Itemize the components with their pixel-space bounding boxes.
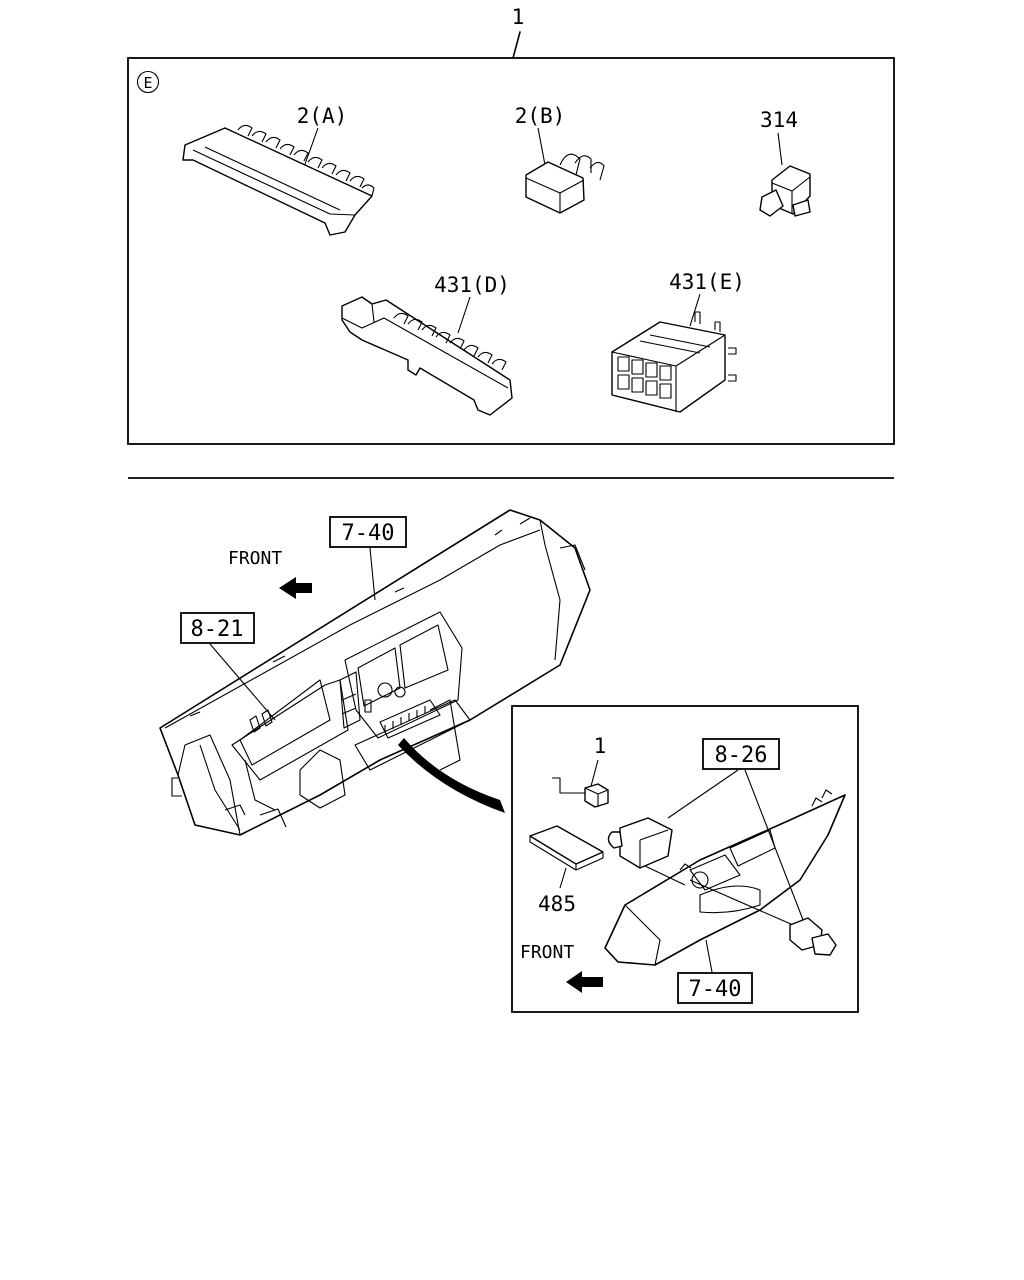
inset-leader (398, 738, 505, 813)
svg-text:7-40: 7-40 (689, 977, 742, 1002)
connector-2b: 2(B) (515, 104, 605, 214)
connector-kit-frame (127, 57, 895, 445)
label-431d: 431(D) (434, 273, 510, 297)
connector-431d: 431(D) (341, 273, 513, 416)
connector-431e: 431(E) (611, 270, 745, 413)
connector-kit-panel: 1 E 2(A) (127, 5, 895, 445)
label-2b: 2(B) (515, 104, 566, 128)
ref-box-7-40-main: 7-40 (329, 516, 407, 601)
svg-text:8-21: 8-21 (191, 617, 244, 642)
front-arrow-icon (279, 577, 312, 599)
part-485-icon (529, 825, 604, 871)
svg-text:E: E (143, 74, 152, 92)
trim-panel-icon (604, 789, 846, 966)
front-label-main: FRONT (228, 548, 282, 569)
callout-1-top: 1 (512, 5, 525, 29)
label-2a: 2(A) (297, 104, 348, 128)
label-314: 314 (760, 108, 798, 132)
inset-frame (511, 705, 859, 1013)
ref-box-8-21: 8-21 (180, 612, 276, 721)
svg-text:7-40: 7-40 (342, 521, 395, 546)
callout-1-leader (512, 31, 521, 59)
connector-314: 314 (759, 108, 811, 217)
knob-part-icon (789, 917, 837, 956)
region-mark-e: E (136, 70, 160, 94)
ref-box-7-40-inset: 7-40 (677, 939, 753, 1004)
front-label-inset: FRONT (520, 942, 574, 963)
svg-text:8-26: 8-26 (715, 743, 768, 768)
callout-1-inset: 1 (594, 734, 607, 758)
dashboard-illustration (159, 509, 591, 836)
front-arrow-inset-icon (566, 971, 603, 993)
switch-part-icon (607, 817, 686, 886)
callout-485: 485 (538, 892, 576, 916)
label-431e: 431(E) (669, 270, 745, 294)
switch-detail-inset: 1 485 8-26 (511, 705, 859, 1013)
ref-box-8-26: 8-26 (667, 738, 806, 926)
connector-2a: 2(A) (182, 104, 375, 236)
part-1-icon (552, 777, 609, 808)
dashboard-view: 7-40 8-21 FRONT (159, 509, 859, 1013)
